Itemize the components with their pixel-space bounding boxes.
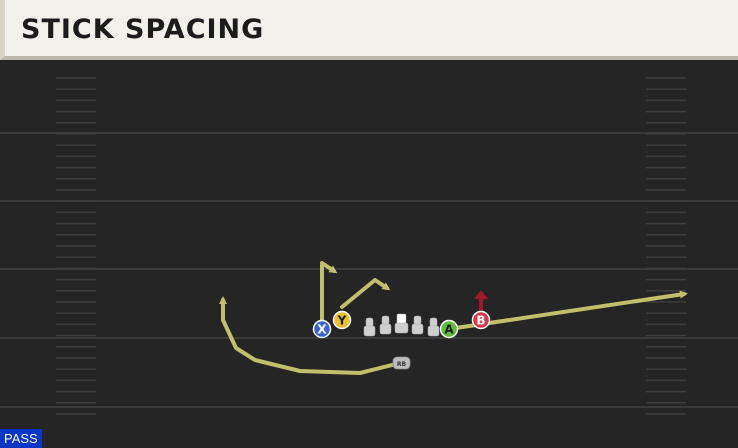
lineman-right-guard (411, 315, 424, 335)
play-field: X Y A B RB (0, 60, 738, 448)
yard-lines (0, 132, 738, 408)
play-title: STICK SPACING (21, 14, 265, 45)
center (394, 313, 409, 334)
hash-marks-right (646, 77, 686, 415)
player-y: Y (332, 310, 352, 330)
player-y-label: Y (337, 314, 347, 328)
player-rb: RB (392, 356, 411, 370)
lineman-left-tackle (363, 317, 376, 337)
player-x: X (312, 319, 332, 339)
player-b-label: B (476, 314, 485, 328)
player-a: A (439, 319, 459, 339)
pass-badge: PASS (0, 429, 42, 448)
field-surface (0, 60, 738, 448)
lineman-left-guard (379, 315, 392, 335)
player-x-label: X (317, 323, 327, 337)
lineman-right-tackle (427, 317, 440, 337)
offensive-line (363, 313, 440, 337)
hash-marks-left (56, 77, 96, 415)
play-title-bar: STICK SPACING (0, 0, 738, 60)
player-a-label: A (444, 323, 454, 337)
player-b: B (471, 310, 491, 330)
player-rb-label: RB (397, 361, 407, 368)
y-route (340, 278, 391, 309)
x-route (320, 261, 338, 330)
rb-route (219, 296, 402, 375)
